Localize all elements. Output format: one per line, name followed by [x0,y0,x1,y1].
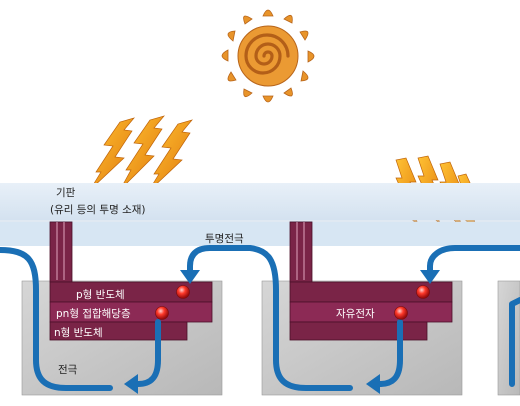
substrate-layer [0,183,520,220]
lightning-bolt-icon [147,119,193,193]
current-flow-arrow [180,270,200,284]
transparent-electrode-layer [0,222,520,246]
current-flow-arrow [124,374,138,394]
substrate-material-label: (유리 등의 투명 소재) [50,204,146,216]
n-type-semiconductor-label: n형 반도체 [54,327,103,339]
transparent-electrode-label: 투명전극 [205,233,244,245]
electron-dot-icon [416,285,430,299]
free-electron-label: 자유전자 [336,308,375,320]
electrode-label: 전극 [58,364,78,376]
electron-dot-icon [394,306,408,320]
current-flow-arrow [187,245,253,277]
electron-dot-icon [176,285,190,299]
current-flow-arrow [377,319,403,387]
current-flow-arrow [135,319,161,387]
current-flow-arrow [247,245,353,391]
substrate-label: 기판 [56,187,76,199]
current-flow-arrow [509,297,520,387]
sun-icon [221,9,315,103]
current-flow-arrow [427,245,520,277]
pn-junction-label: pn형 접합해당층 [56,308,131,320]
electron-dot-icon [155,306,169,320]
semiconductor-cell-right [289,221,453,341]
semiconductor-cell-left [49,221,213,341]
p-type-semiconductor-label: p형 반도체 [76,289,125,301]
current-flow-arrow [366,374,380,394]
current-flow-arrow [420,270,440,284]
lightning-bolt-icon [89,117,135,191]
lightning-bolt-icon [119,115,165,191]
current-flow-arrow [0,247,113,391]
